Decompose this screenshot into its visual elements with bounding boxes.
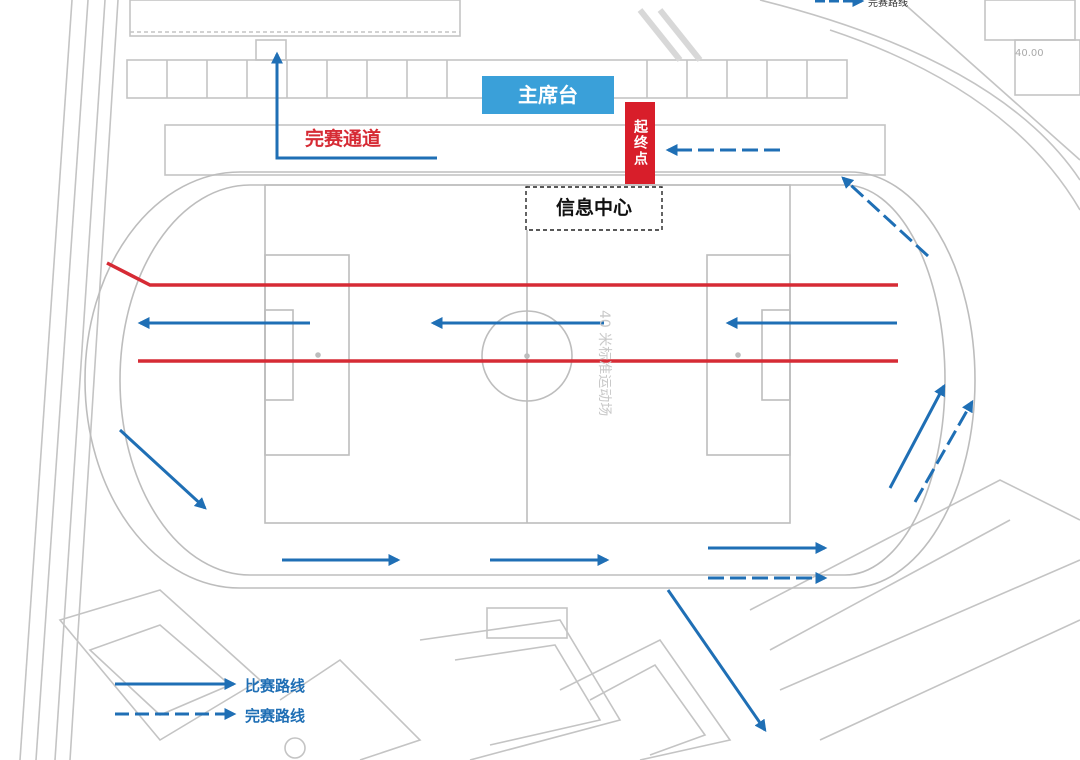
legend-finish-label: 完赛路线	[245, 707, 306, 725]
arrow-top-right	[841, 176, 930, 258]
arrow-right-curve-2	[913, 399, 974, 503]
arrow-left-curve	[118, 428, 207, 510]
main-stand-box	[482, 76, 614, 114]
main-stand-label: 主席台	[518, 83, 578, 107]
finish-lane-route	[271, 51, 437, 160]
legend	[115, 0, 865, 720]
start-finish-label: 起终点	[632, 119, 648, 167]
info-center-label: 信息中心	[555, 197, 632, 219]
info-center-box	[525, 186, 663, 231]
start-finish-marker	[625, 102, 655, 184]
top-legend-label: 完赛路线	[868, 0, 908, 9]
athletics-track	[84, 171, 976, 589]
basemap-lines	[19, 0, 1080, 760]
legend-race-label: 比赛路线	[245, 677, 306, 695]
map-number-label: 40.00	[1015, 48, 1044, 59]
finish-lane-label: 完赛通道	[305, 128, 382, 150]
arrow-exit	[666, 589, 767, 732]
red-lane-lines	[106, 261, 898, 363]
field-text: 40 米标准运动场	[596, 310, 612, 417]
arrow-right-curve-1	[888, 383, 946, 489]
race-route-arrows	[118, 144, 974, 732]
